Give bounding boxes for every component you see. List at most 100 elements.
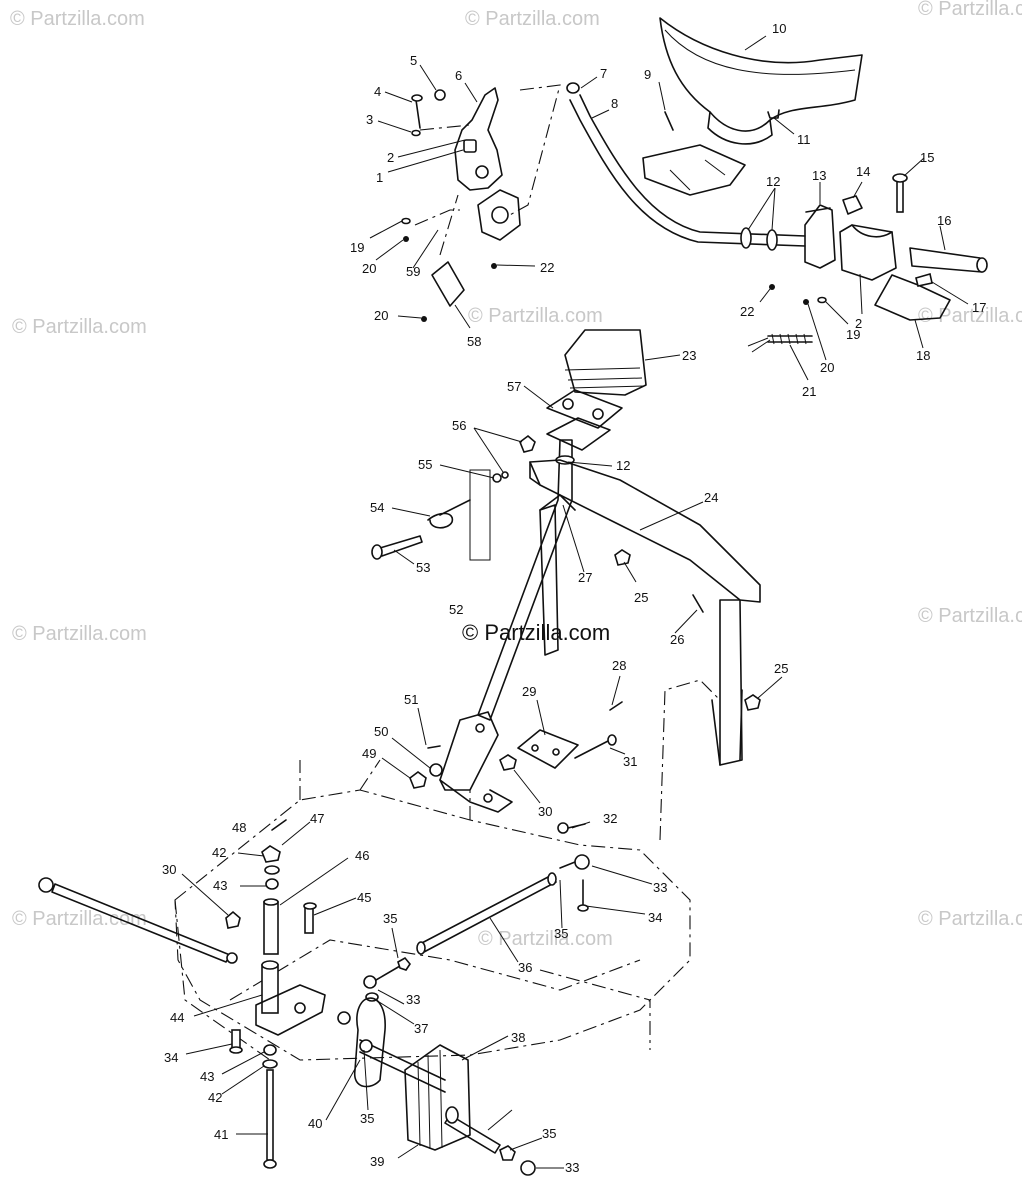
callout-label: 22 <box>740 304 754 319</box>
callout-label: 6 <box>455 68 462 83</box>
callout-label: 12 <box>766 174 780 189</box>
frame-outline <box>174 679 721 1061</box>
callout-label: 10 <box>772 21 786 36</box>
lower-linkage <box>337 956 446 1093</box>
watermark: © Partzilla.com <box>465 8 600 30</box>
frame-side-panel <box>469 469 491 561</box>
callout-label: 25 <box>774 661 788 676</box>
callout-label: 32 <box>603 811 617 826</box>
tie-rod-end <box>557 822 590 912</box>
callout-label: 2 <box>387 150 394 165</box>
callout-label: 14 <box>856 164 870 179</box>
seat-cushion <box>659 17 863 145</box>
callout-label: 33 <box>565 1160 579 1175</box>
callout-label: 35 <box>554 926 568 941</box>
tie-rod <box>38 877 238 964</box>
throttle-cable <box>507 84 561 217</box>
handlebar <box>566 82 806 251</box>
watermark: © Partzilla.com <box>918 908 1022 930</box>
callout-label: 46 <box>355 848 369 863</box>
steering-boot <box>564 329 647 396</box>
cotter-pin <box>427 499 471 529</box>
callout-label: 26 <box>670 632 684 647</box>
callout-label: 51 <box>404 692 418 707</box>
callout-label: 43 <box>200 1069 214 1084</box>
callout-label: 47 <box>310 811 324 826</box>
small-bolts <box>427 594 704 759</box>
callout-label: 56 <box>452 418 466 433</box>
lower-boot <box>404 1044 471 1151</box>
watermark: © Partzilla.com <box>918 605 1022 627</box>
callout-label: 19 <box>350 240 364 255</box>
callout-label: 19 <box>846 327 860 342</box>
callout-label: 53 <box>416 560 430 575</box>
callout-label: 37 <box>414 1021 428 1036</box>
callout-label: 13 <box>812 168 826 183</box>
callout-labels: 10 9 11 7 8 5 6 4 3 2 1 19 20 59 22 20 5… <box>162 21 986 1175</box>
callout-label: 57 <box>507 379 521 394</box>
callout-label: 15 <box>920 150 934 165</box>
callout-label: 31 <box>623 754 637 769</box>
callout-label: 17 <box>972 300 986 315</box>
callout-label: 35 <box>383 911 397 926</box>
callout-label: 58 <box>467 334 481 349</box>
spindle-assembly <box>225 845 326 1169</box>
frame-tube <box>529 459 761 766</box>
callout-label: 1 <box>376 170 383 185</box>
steering-clamp <box>546 389 623 451</box>
watermark: © Partzilla.com <box>918 305 1022 327</box>
callout-label: 34 <box>648 910 662 925</box>
watermark: © Partzilla.com <box>918 0 1022 20</box>
callout-label: 41 <box>214 1127 228 1142</box>
callout-label: 11 <box>797 132 811 147</box>
callout-label: 50 <box>374 724 388 739</box>
callout-label: 45 <box>357 890 371 905</box>
watermark: © Partzilla.com <box>12 908 147 930</box>
callout-label: 59 <box>406 264 420 279</box>
callout-label: 48 <box>232 820 246 835</box>
callout-label: 36 <box>518 960 532 975</box>
watermark-layer: © Partzilla.com © Partzilla.com © Partzi… <box>10 0 1022 950</box>
watermark: © Partzilla.com <box>10 8 145 30</box>
callout-label: 42 <box>208 1090 222 1105</box>
callout-label: 52 <box>449 602 463 617</box>
leader-lines <box>181 35 969 1169</box>
callout-label: 44 <box>170 1010 184 1025</box>
callout-label: 9 <box>644 67 651 82</box>
callout-label: 22 <box>540 260 554 275</box>
throttle-lever-assembly <box>401 87 521 322</box>
callout-label: 40 <box>308 1116 322 1131</box>
seat-mount-bracket <box>642 111 746 196</box>
callout-label: 12 <box>616 458 630 473</box>
callout-label: 33 <box>406 992 420 1007</box>
callout-label: 23 <box>682 348 696 363</box>
callout-label: 43 <box>213 878 227 893</box>
callout-label: 30 <box>538 804 552 819</box>
callout-label: 5 <box>410 53 417 68</box>
watermark: © Partzilla.com <box>468 305 603 327</box>
callout-label: 20 <box>362 261 376 276</box>
callout-label: 20 <box>820 360 834 375</box>
callout-label: 20 <box>374 308 388 323</box>
callout-label: 24 <box>704 490 718 505</box>
callout-label: 16 <box>937 213 951 228</box>
callout-label: 38 <box>511 1030 525 1045</box>
callout-label: 30 <box>162 862 176 877</box>
watermark: © Partzilla.com <box>12 623 147 645</box>
callout-label: 2 <box>855 316 862 331</box>
callout-label: 35 <box>360 1111 374 1126</box>
right-control-housing <box>769 173 988 321</box>
callout-label: 21 <box>802 384 816 399</box>
washer-nuts <box>492 434 761 771</box>
drag-link <box>416 872 557 955</box>
pitman-arm-hardware <box>271 763 443 831</box>
callout-label: 55 <box>418 457 432 472</box>
callout-label: 42 <box>212 845 226 860</box>
center-watermark: © Partzilla.com <box>462 620 610 645</box>
watermark: © Partzilla.com <box>478 928 613 950</box>
callout-label: 33 <box>653 880 667 895</box>
callout-label: 25 <box>634 590 648 605</box>
callout-label: 8 <box>611 96 618 111</box>
mount-plate <box>517 729 579 769</box>
